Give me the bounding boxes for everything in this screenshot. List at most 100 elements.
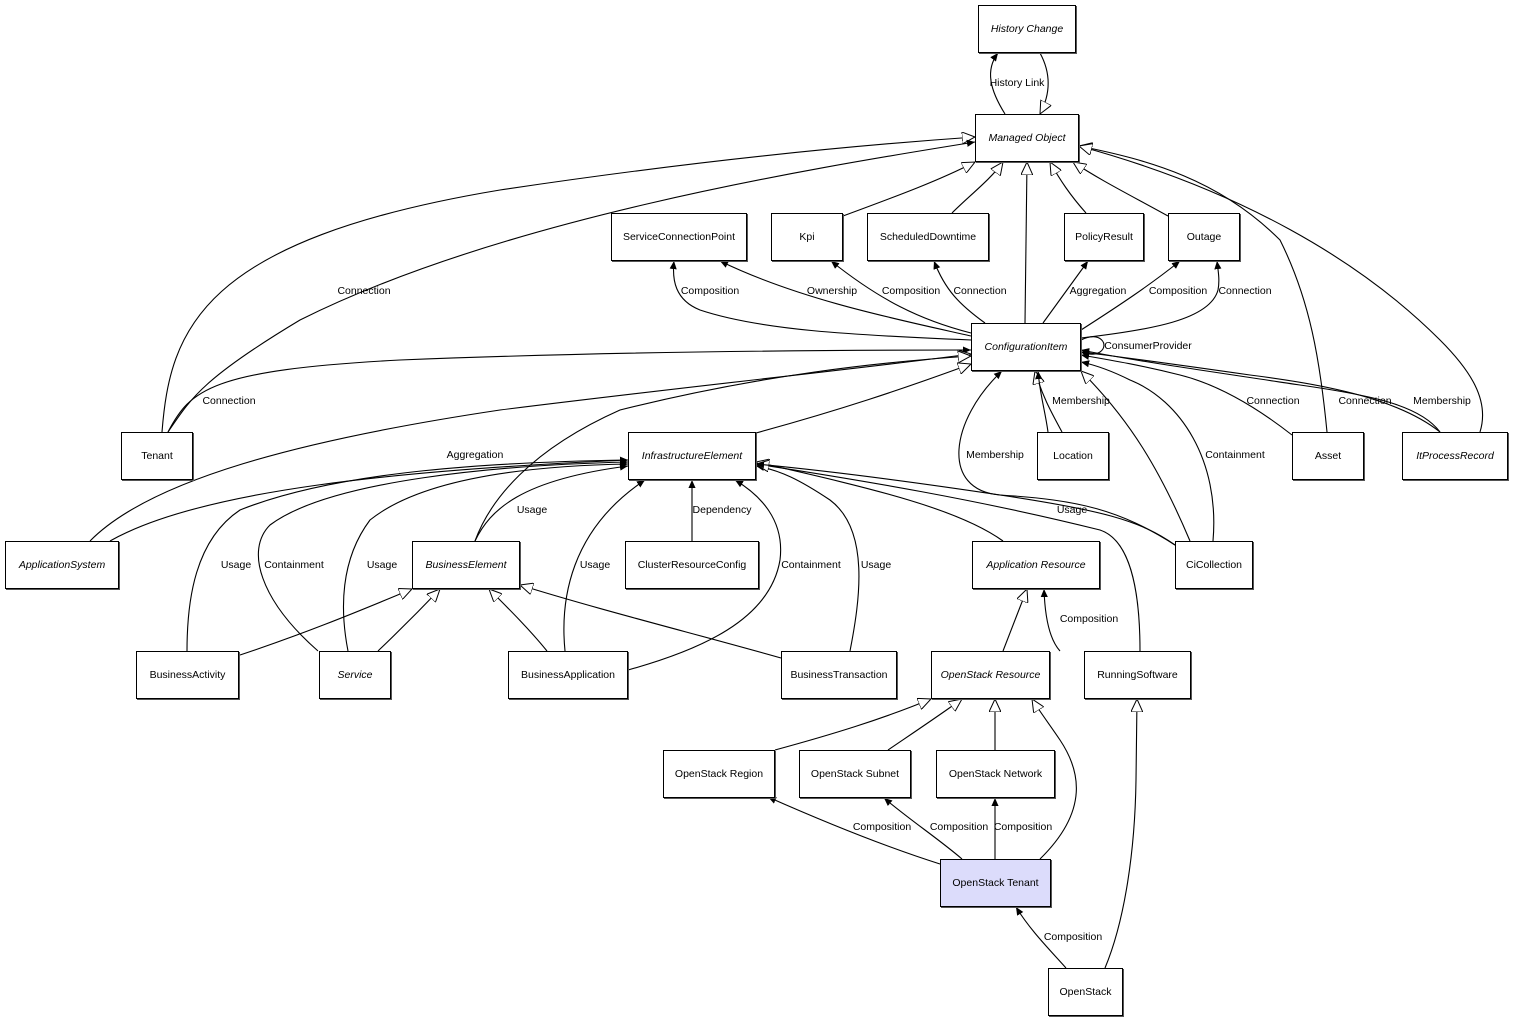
edge-label: Membership (966, 449, 1024, 461)
edge-label: Membership (1052, 395, 1110, 407)
node-label: RunningSoftware (1097, 669, 1178, 681)
inheritance-edge-business-element-to-configuration-item (474, 356, 971, 542)
node-service-connection-point[interactable]: ServiceConnectionPoint (611, 213, 747, 261)
node-label: BusinessApplication (521, 669, 615, 681)
edge-label: Composition (1148, 285, 1208, 297)
association-edge-service-to-infrastructure-element (257, 458, 629, 652)
association-edge-openstack-tenant-to-openstack-region (767, 796, 941, 865)
association-edge-running-software-to-application-resource (1040, 588, 1061, 652)
inheritance-edge-it-process-record-to-managed-object (1079, 146, 1484, 433)
node-label: BusinessTransaction (790, 669, 888, 681)
association-edge-business-element-to-infrastructure-element (474, 463, 629, 542)
edge-label: History Link (989, 77, 1045, 89)
edge-label: Ownership (806, 285, 858, 297)
node-label: Location (1053, 450, 1093, 462)
inheritance-edge-infrastructure-element-to-configuration-item (755, 364, 971, 434)
inheritance-edge-openstack-tenant-to-openstack-resource (1032, 699, 1077, 860)
inheritance-edge-openstack-to-running-software (1104, 699, 1137, 969)
association-edge-location-to-configuration-item (1035, 370, 1049, 433)
association-edge-openstack-to-openstack-tenant (1015, 906, 1067, 969)
association-edge-configuration-item-to-service-connection-point (669, 260, 972, 341)
inheritance-edge-asset-to-managed-object (1079, 146, 1328, 433)
node-application-system[interactable]: ApplicationSystem (5, 541, 119, 589)
node-openstack-resource[interactable]: OpenStack Resource (931, 651, 1050, 699)
node-infrastructure-element[interactable]: InfrastructureElement (628, 432, 756, 480)
inheritance-edge-configuration-item-to-managed-object (1025, 162, 1027, 324)
node-openstack-network[interactable]: OpenStack Network (936, 750, 1055, 798)
inheritance-edge-openstack-subnet-to-openstack-resource (887, 699, 962, 751)
node-tenant[interactable]: Tenant (121, 432, 193, 480)
inheritance-edge-running-software-to-infrastructure-element (756, 464, 1141, 652)
association-edge-managed-object-to-history-change (990, 52, 1006, 115)
node-it-process-record[interactable]: ItProcessRecord (1402, 432, 1508, 480)
node-asset[interactable]: Asset (1292, 432, 1364, 480)
node-label: PolicyResult (1075, 231, 1133, 243)
node-history-change[interactable]: History Change (978, 5, 1076, 53)
node-managed-object[interactable]: Managed Object (975, 114, 1079, 162)
association-edge-tenant-to-configuration-item (167, 346, 972, 433)
node-label: BusinessActivity (149, 669, 226, 681)
association-edge-configuration-item-to-outage (1080, 260, 1181, 331)
inheritance-edge-outage-to-managed-object (1073, 162, 1169, 217)
association-edge-configuration-item-to-kpi (830, 260, 972, 334)
node-label: Service (337, 669, 373, 681)
node-openstack-region[interactable]: OpenStack Region (663, 750, 775, 798)
node-ci-collection[interactable]: CiCollection (1175, 541, 1253, 589)
node-openstack-tenant[interactable]: OpenStack Tenant (940, 859, 1051, 907)
node-policy-result[interactable]: PolicyResult (1064, 213, 1144, 261)
node-label: Managed Object (988, 132, 1066, 144)
node-business-element[interactable]: BusinessElement (412, 541, 520, 589)
node-service[interactable]: Service (319, 651, 391, 699)
node-openstack-subnet[interactable]: OpenStack Subnet (799, 750, 911, 798)
edge-label: Usage (516, 504, 548, 516)
node-label: OpenStack (1059, 986, 1112, 998)
node-label: ScheduledDowntime (879, 231, 977, 243)
association-edge-openstack-tenant-to-openstack-subnet (883, 797, 963, 860)
node-business-activity[interactable]: BusinessActivity (136, 651, 239, 699)
association-edge-it-process-record-to-configuration-item (1080, 349, 1441, 433)
edge-label: Composition (993, 821, 1053, 833)
association-edge-asset-to-configuration-item (1080, 352, 1293, 436)
node-business-application[interactable]: BusinessApplication (508, 651, 628, 699)
edge-label: Composition (929, 821, 989, 833)
association-edge-application-system-to-infrastructure-element (109, 456, 629, 542)
node-cluster-resource-config[interactable]: ClusterResourceConfig (625, 541, 759, 589)
node-business-transaction[interactable]: BusinessTransaction (781, 651, 897, 699)
edge-label: Connection (1246, 395, 1300, 407)
node-label: OpenStack Tenant (952, 877, 1039, 889)
node-running-software[interactable]: RunningSoftware (1084, 651, 1191, 699)
inheritance-edge-openstack-region-to-openstack-resource (774, 699, 931, 751)
node-kpi[interactable]: Kpi (771, 213, 843, 261)
node-outage[interactable]: Outage (1168, 213, 1240, 261)
association-edge-configuration-item-to-outage (1080, 260, 1222, 339)
node-configuration-item[interactable]: ConfigurationItem (971, 323, 1081, 371)
node-label: ItProcessRecord (1416, 450, 1494, 462)
node-openstack[interactable]: OpenStack (1048, 968, 1123, 1016)
node-scheduled-downtime[interactable]: ScheduledDowntime (867, 213, 989, 261)
node-label: ClusterResourceConfig (637, 559, 747, 571)
edge-label: Connection (1338, 395, 1392, 407)
edge-label: Dependency (692, 504, 752, 516)
edge-label: Containment (781, 559, 841, 571)
edge-label: Connection (337, 285, 391, 297)
node-label: InfrastructureElement (641, 450, 743, 462)
node-label: History Change (990, 23, 1064, 35)
edge-label: Composition (881, 285, 941, 297)
edge-label: Containment (264, 559, 324, 571)
edge-label: Composition (1059, 613, 1119, 625)
association-edge-configuration-item-to-policy-result (1042, 260, 1089, 324)
node-location[interactable]: Location (1037, 432, 1109, 480)
node-label: Tenant (141, 450, 173, 462)
node-label: ConfigurationItem (984, 341, 1068, 353)
association-edge-tenant-to-managed-object (167, 139, 976, 433)
node-label: OpenStack Resource (940, 669, 1041, 681)
edge-label: Usage (220, 559, 252, 571)
inheritance-edge-ci-collection-to-configuration-item (1081, 371, 1191, 542)
node-application-resource[interactable]: Application Resource (972, 541, 1100, 589)
association-edge-configuration-item-to-configuration-item (1080, 336, 1105, 358)
edge-label: Connection (953, 285, 1007, 297)
edge-label: Usage (1056, 504, 1088, 516)
node-label: Kpi (799, 231, 815, 243)
inheritance-edge-openstack-resource-to-application-resource (1002, 589, 1027, 652)
association-edge-configuration-item-to-scheduled-downtime (933, 260, 986, 324)
